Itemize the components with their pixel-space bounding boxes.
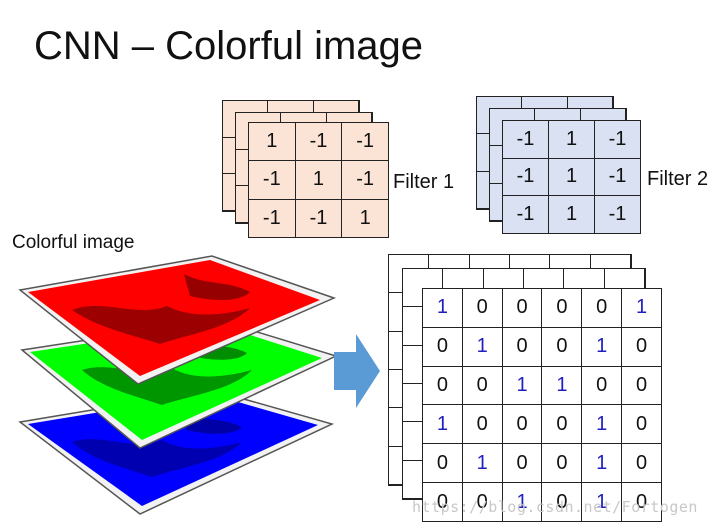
image_matrix-cell: 0 xyxy=(542,327,583,367)
image_matrix-cell: 0 xyxy=(423,366,463,406)
image_matrix-cell: 0 xyxy=(582,289,623,328)
image_matrix-cell: 0 xyxy=(502,444,543,484)
image_matrix-cell: 0 xyxy=(542,405,583,445)
image_matrix-cell: 0 xyxy=(542,483,583,522)
image_matrix-cell: 1 xyxy=(622,289,662,328)
image_matrix-cell: 0 xyxy=(423,483,463,522)
filter2-cell: -1 xyxy=(595,196,641,234)
filter1-cell: -1 xyxy=(249,199,296,238)
watermark: https://blog.csdn.net/Fortogen xyxy=(412,498,698,516)
filter1-cell: 1 xyxy=(342,199,389,238)
filter2-cell: -1 xyxy=(595,121,641,159)
image_matrix-cell: 1 xyxy=(462,327,503,367)
filter2-cell: -1 xyxy=(503,158,549,197)
filter2-cell: -1 xyxy=(503,196,549,234)
red-channel-layer xyxy=(18,255,337,385)
image_matrix-cell: 0 xyxy=(423,444,463,484)
filter2-cell: 1 xyxy=(549,196,595,234)
filter2-cell: -1 xyxy=(595,158,641,197)
image_matrix-cell: 1 xyxy=(502,366,543,406)
blue-channel-layer xyxy=(18,389,335,515)
image_matrix-cell: 0 xyxy=(462,289,503,328)
filter1-cell: -1 xyxy=(342,123,389,162)
image_matrix-cell: 0 xyxy=(462,483,503,522)
filter1-cell: -1 xyxy=(295,199,343,238)
image_matrix-cell: 0 xyxy=(502,327,543,367)
filter2-cell: 1 xyxy=(549,158,595,197)
image_matrix-cell: 0 xyxy=(462,405,503,445)
image_matrix-cell: 0 xyxy=(622,444,662,484)
right-arrow-icon xyxy=(334,334,380,408)
filter1-cell: -1 xyxy=(249,161,296,200)
image_matrix-cell: 0 xyxy=(462,366,503,406)
image_matrix-cell: 1 xyxy=(582,327,623,367)
colorful-image-label: Colorful image xyxy=(12,232,135,253)
slide-title: CNN – Colorful image xyxy=(34,24,424,68)
filter1-cell: -1 xyxy=(295,123,343,162)
filter2-label: Filter 2 xyxy=(647,168,709,190)
filter1-label: Filter 1 xyxy=(393,171,455,193)
filter2-cell: 1 xyxy=(549,121,595,159)
image_matrix-cell: 0 xyxy=(622,483,662,522)
colorful-image-stack xyxy=(18,255,339,515)
image_matrix-cell: 0 xyxy=(582,366,623,406)
image_matrix-cell: 1 xyxy=(582,444,623,484)
image_matrix-cell: 0 xyxy=(542,289,583,328)
filter1-cell: 1 xyxy=(249,123,296,162)
image_matrix-cell: 0 xyxy=(622,327,662,367)
image_matrix-cell: 0 xyxy=(622,405,662,445)
image_matrix-cell: 1 xyxy=(423,405,463,445)
image_matrix-cell: 0 xyxy=(502,405,543,445)
image_matrix-cell: 1 xyxy=(462,444,503,484)
image_matrix-cell: 0 xyxy=(423,327,463,367)
image_matrix-cell: 0 xyxy=(542,444,583,484)
image_matrix-cell: 1 xyxy=(542,366,583,406)
image_matrix-cell: 0 xyxy=(502,289,543,328)
filter1-cell: -1 xyxy=(342,161,389,200)
filter2-cell: -1 xyxy=(503,121,549,159)
image_matrix-cell: 1 xyxy=(502,483,543,522)
image_matrix-cell: 1 xyxy=(423,289,463,328)
filter1-cell: 1 xyxy=(295,161,343,200)
image_matrix-cell: 1 xyxy=(582,483,623,522)
image_matrix-cell: 0 xyxy=(622,366,662,406)
image_matrix-cell: 1 xyxy=(582,405,623,445)
